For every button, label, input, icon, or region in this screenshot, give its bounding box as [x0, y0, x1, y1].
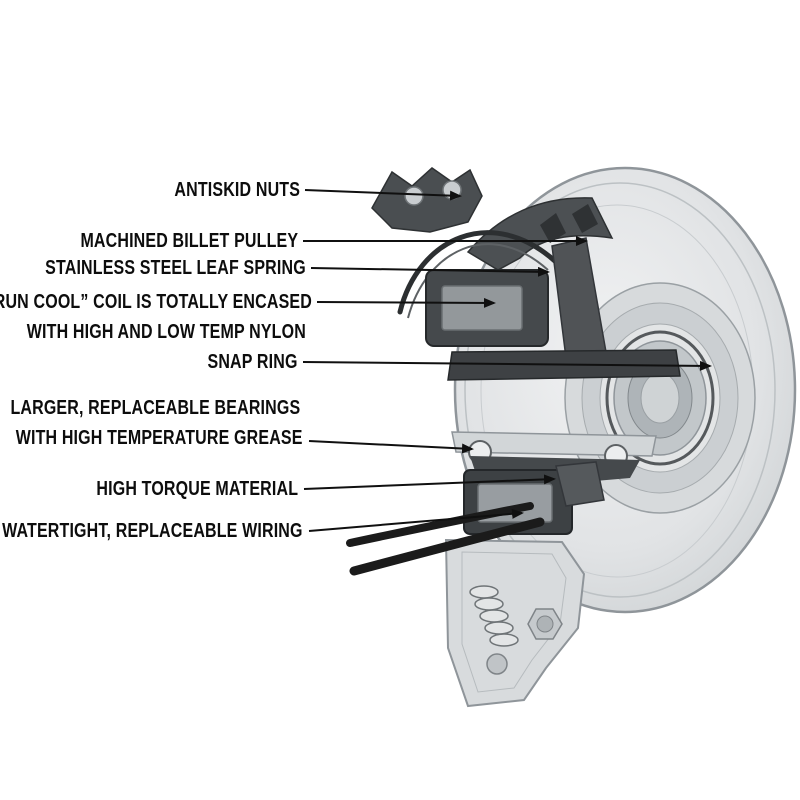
label-bearings-line-2: WITH HIGH TEMPERATURE GREASE — [16, 427, 303, 449]
spring-part — [469, 585, 519, 647]
mounting-bracket — [444, 538, 586, 708]
lower-coil-housing — [463, 461, 605, 535]
leader-bearings — [308, 440, 474, 454]
leader-high-torque-material — [303, 474, 556, 490]
label-run-cool-coil-line-1: “RUN COOL” COIL IS TOTALLY ENCASED — [0, 291, 312, 313]
label-machined-billet-pulley: MACHINED BILLET PULLEY — [80, 230, 298, 252]
pulley-groove-cut — [466, 197, 614, 271]
label-high-torque-material: HIGH TORQUE MATERIAL — [96, 478, 298, 500]
antiskid-nuts-part — [371, 167, 483, 233]
leader-snap-ring — [302, 360, 712, 371]
high-torque-material-part — [555, 461, 605, 507]
bolt-part — [486, 653, 508, 675]
label-snap-ring: SNAP RING — [207, 351, 298, 373]
leader-lines — [302, 189, 712, 532]
wiring-part — [346, 502, 545, 576]
upper-coil-housing — [425, 269, 549, 347]
leaf-spring-part — [397, 230, 559, 319]
leader-leaf-spring — [310, 266, 550, 277]
label-watertight-wiring: WATERTIGHT, REPLACEABLE WIRING — [2, 520, 303, 542]
leader-run-cool-coil — [316, 297, 496, 308]
leader-antiskid-nuts — [304, 189, 462, 201]
label-antiskid-nuts: ANTISKID NUTS — [174, 179, 300, 201]
leader-wiring — [308, 508, 524, 532]
snap-ring-part — [605, 330, 715, 466]
label-bearings-line-1: LARGER, REPLACEABLE BEARINGS — [10, 397, 300, 419]
hex-nut-bore — [536, 615, 554, 633]
label-stainless-steel-leaf-spring: STAINLESS STEEL LEAF SPRING — [45, 257, 306, 279]
label-run-cool-coil-line-2: WITH HIGH AND LOW TEMP NYLON — [26, 321, 306, 343]
